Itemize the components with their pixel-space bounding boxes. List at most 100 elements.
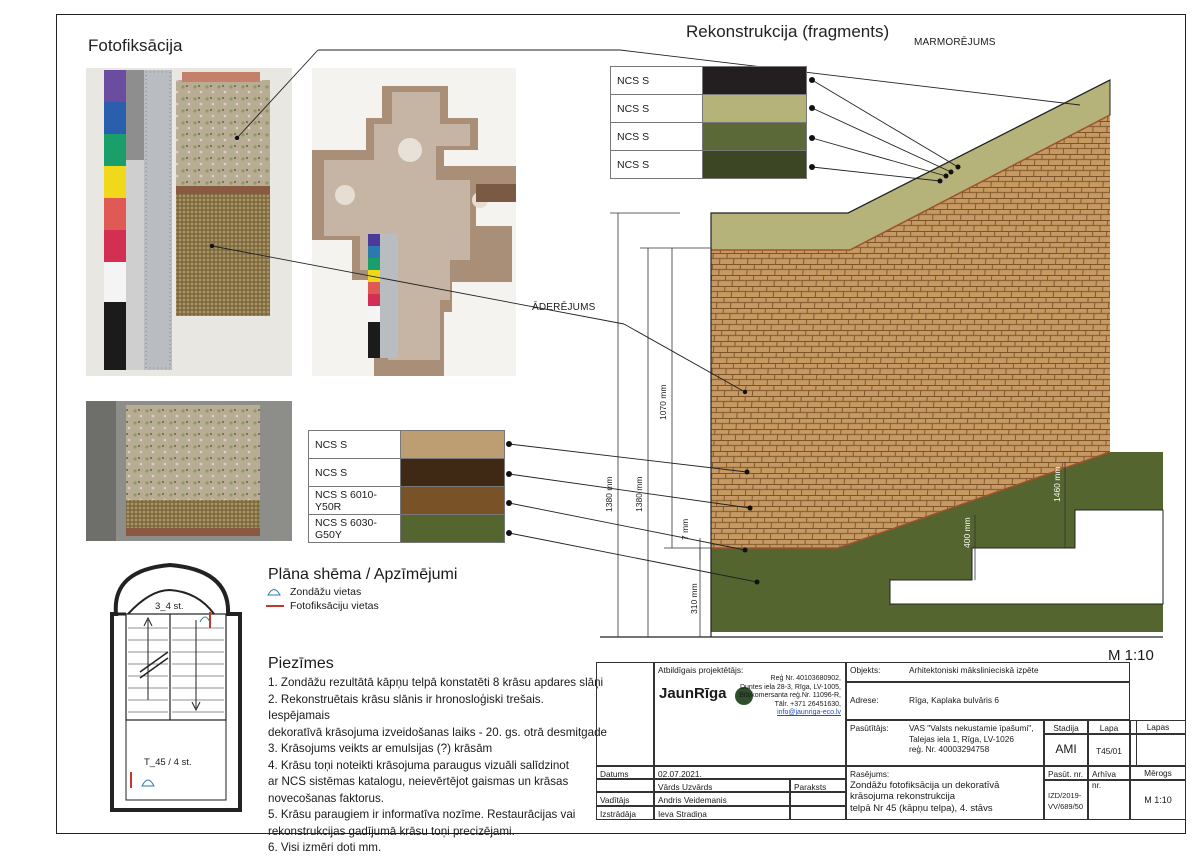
title-block: Atbildīgais projektētājs: JaunRīga Reģ N… [596, 662, 1137, 820]
designer-cell: Atbildīgais projektētājs: JaunRīga Reģ N… [654, 662, 846, 766]
client-line-1: VAS "Valsts nekustamie īpašumi", [909, 723, 1034, 733]
izstradaja-label: Izstrādāja [596, 806, 654, 820]
dimension-1070: 1070 mm [658, 384, 668, 420]
firm-logo-icon [735, 687, 753, 705]
swatch-label: NCS S [610, 122, 703, 151]
swatch-color [702, 94, 807, 123]
dimension-lines [610, 212, 1066, 637]
photo-2-color-patches [368, 234, 398, 358]
blank-cell [596, 662, 654, 766]
top-swatch-table: NCS S NCS S NCS S NCS S [610, 66, 807, 179]
firm-address-1: Duntes iela 28-3, Rīga, LV-1005, [739, 683, 841, 691]
client-details: VAS "Valsts nekustamie īpašumi", Talejas… [909, 723, 1034, 755]
arhiva-value [1088, 780, 1130, 820]
rasejums-line-1: Zondāžu fotofiksācija un dekoratīvā [850, 779, 1000, 791]
object-label: Objekts: [850, 665, 881, 675]
pasut-value-1: IZD/2019- [1048, 791, 1082, 800]
bottom-swatch-row: NCS S [308, 430, 505, 459]
top-swatch-row: NCS S [610, 150, 807, 179]
dimension-1460: 1460 mm [1052, 466, 1062, 502]
rasejums-line-3: telpā Nr 45 (kāpņu telpa), 4. stāvs [850, 802, 993, 814]
swatch-label: NCS S [610, 66, 703, 95]
lapas-value [1130, 734, 1186, 766]
note-line: rekonstrukcijas gadījumā krāsu toņi prec… [268, 824, 515, 838]
stadija-header: Stadija [1044, 720, 1088, 734]
swatch-label: NCS S [308, 430, 401, 459]
firm-email-link[interactable]: info@jaunriga-eco.lv [777, 709, 841, 716]
address-label: Adrese: [850, 695, 879, 705]
swatch-color [702, 66, 807, 95]
izstradaja-value: Ieva Stradiņa [654, 806, 790, 820]
top-swatch-row: NCS S [610, 94, 807, 123]
swatch-color [400, 486, 505, 515]
izstradaja-signature [790, 806, 846, 820]
arhiva-header: Arhīva nr. [1088, 766, 1130, 790]
note-line: 3. Krāsojums veikts ar emulsijas (?) krā… [268, 742, 493, 755]
rasejums-cell: Rasējums: Zondāžu fotofiksācija un dekor… [846, 766, 1044, 820]
firm-details: Reģ Nr. 40103680902, Duntes iela 28-3, R… [739, 675, 841, 718]
notes-list: 1. Zondāžu rezultātā kāpņu telpā konstat… [268, 675, 608, 857]
swatch-label: NCS S [610, 94, 703, 123]
swatch-label: NCS S [610, 150, 703, 179]
address-value: Rīga, Kaplaka bulvāris 6 [909, 695, 999, 705]
client-label: Pasūtītājs: [850, 723, 889, 733]
lapa-header: Lapa [1088, 720, 1130, 734]
legend-probe-label: Zondāžu vietas [290, 586, 362, 598]
plan-schematic [110, 562, 242, 812]
leader-dots [209, 77, 961, 585]
vaditajs-label: Vadītājs [596, 792, 654, 806]
object-value: Arhitektoniski mākslinieciskā izpēte [909, 665, 1039, 675]
bottom-swatch-table: NCS S NCS S NCS S 6010-Y50R NCS S 6030-G… [308, 430, 505, 543]
datums-value: 02.07.2021. [654, 766, 846, 779]
vards-header: Vārds Uzvārds [654, 779, 790, 792]
note-line: 2. Rekonstruētais krāsu slānis ir hronos… [268, 692, 544, 723]
plan-markers [130, 612, 211, 788]
note-line: novecošanas faktorus. [268, 791, 385, 805]
probe-symbol-icon [267, 589, 281, 596]
firm-address-2: Būvkomersanta reģ.Nr. 11096-R, [739, 692, 841, 699]
lapa-value: T45/01 [1088, 734, 1130, 766]
swatch-color [400, 458, 505, 487]
pasut-header: Pasūt. nr. [1044, 766, 1088, 780]
stadija-value: AMI [1044, 734, 1088, 766]
swatch-label: NCS S [308, 458, 401, 487]
note-line: 1. Zondāžu rezultātā kāpņu telpā konstat… [268, 676, 604, 689]
paraksts-header: Paraksts [790, 779, 846, 792]
dimension-7: 7 mm [680, 518, 690, 540]
leader-lines [211, 49, 1081, 583]
scale-label: M 1:10 [1108, 647, 1154, 664]
notes-title: Piezīmes [268, 655, 334, 672]
aderejums-callout: ĀDERĒJUMS [532, 302, 596, 313]
wall-reconstruction [600, 79, 1164, 638]
designer-label: Atbildīgais projektētājs: [658, 665, 744, 675]
address-cell: Adrese: Rīga, Kaplaka bulvāris 6 [846, 682, 1130, 720]
color-control-patches [104, 70, 144, 370]
vaditajs-value: Andris Veidemanis [654, 792, 790, 806]
vaditajs-signature [790, 792, 846, 806]
photo-probe-1 [86, 68, 292, 376]
client-line-3: reģ. Nr. 40003294758 [909, 744, 990, 754]
swatch-color [702, 150, 807, 179]
dimension-1380-outer: 1380 mm [604, 476, 614, 512]
note-line: dekoratīvā krāsojuma izveidošanas laiks … [268, 725, 607, 739]
client-line-2: Talejas iela 1, Rīga, LV-1026 [909, 733, 1015, 744]
rasejums-label: Rasējums: [850, 769, 890, 779]
top-swatch-row: NCS S [610, 66, 807, 95]
title-block-right: Lapas Mērogs M 1:10 [1130, 662, 1186, 820]
reconstruction-title: Rekonstrukcija (fragments) [686, 22, 890, 41]
bottom-swatch-row: NCS S [308, 458, 505, 487]
note-line: 4. Krāsu toņi noteikti krāsojuma paraugu… [268, 758, 569, 772]
swatch-color [400, 514, 505, 543]
client-cell: Pasūtītājs: VAS "Valsts nekustamie īpašu… [846, 720, 1044, 766]
swatch-color [400, 430, 505, 459]
pasut-value: IZD/2019- VV/689/50 [1044, 780, 1088, 820]
photo-section-title: Fotofiksācija [88, 36, 183, 55]
photo-probe-3 [86, 401, 292, 541]
bottom-swatch-row: NCS S 6010-Y50R [308, 486, 505, 515]
top-swatch-row: NCS S [610, 122, 807, 151]
marmorejums-callout: MARMORĒJUMS [914, 37, 996, 48]
lapas-header: Lapas [1130, 720, 1186, 734]
plan-label-lower: T_45 / 4 st. [144, 757, 192, 768]
header-blank [596, 779, 654, 792]
